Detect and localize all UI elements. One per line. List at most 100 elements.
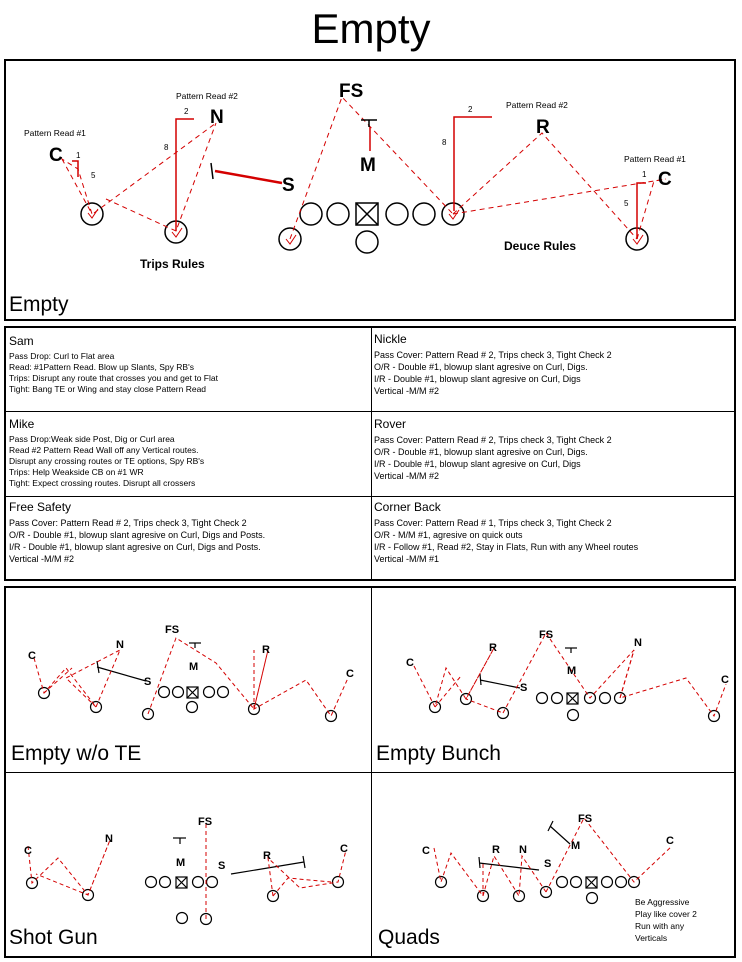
assignment-line: O/R - M/M #1, agresive on quick outs	[374, 530, 523, 540]
quads-note-line: Play like cover 2	[635, 909, 697, 919]
assignment-line: Disrupt any crossing routes or TE option…	[9, 456, 205, 466]
assignment-nickle: Nickle Pass Cover: Pattern Read # 2, Tri…	[374, 332, 612, 397]
assignment-title: Mike	[9, 417, 35, 431]
assignment-title: Rover	[374, 417, 407, 431]
depth-8-right: 8	[442, 138, 447, 147]
quarterback	[355, 230, 379, 254]
formation-diagrams	[25, 632, 727, 926]
assignment-line: O/R - Double #1, blowup slant agresive o…	[374, 362, 588, 372]
f2-fs: FS	[539, 629, 554, 641]
page-title: Empty	[311, 5, 431, 52]
f2-c: C	[406, 657, 414, 669]
assignment-line: Vertical -M/M #2	[374, 471, 440, 481]
assignment-line: Trips: Help Weakside CB on #1 WR	[9, 467, 144, 477]
pattern-read-1-right: Pattern Read #1	[624, 154, 686, 164]
formation-label-empty-bunch: Empty Bunch	[376, 742, 501, 765]
label-fs: FS	[339, 81, 364, 102]
f2-c2: C	[721, 674, 729, 686]
f3-s: S	[218, 860, 226, 872]
pattern-read-1-left: Pattern Read #1	[24, 128, 86, 138]
label-m: M	[360, 155, 376, 176]
assignment-line: I/R - Double #1, blowup slant agresive o…	[374, 374, 581, 384]
f1-fs: FS	[165, 624, 180, 636]
quads-note: Be Aggressive Play like cover 2 Run with…	[635, 896, 697, 944]
assignment-rover: Rover Pass Cover: Pattern Read # 2, Trip…	[374, 417, 612, 482]
f4-s: S	[544, 858, 552, 870]
formations-panel: C N FS M S R C Empty w/o TE C R FS M S N…	[4, 586, 736, 958]
f2-r: R	[489, 642, 497, 654]
formation-label-quads: Quads	[378, 926, 440, 949]
f3-n: N	[105, 833, 113, 845]
formation-empty-wo-te	[33, 637, 349, 723]
f4-r: R	[492, 844, 500, 856]
f1-s: S	[144, 676, 152, 688]
assignment-title: Nickle	[374, 332, 407, 346]
formation-shot-gun	[25, 821, 347, 926]
depth-5-left: 5	[91, 171, 96, 180]
main-diagram-panel: C N FS M S R C Pattern Read #1 Pattern R…	[4, 59, 736, 321]
lineman-1	[299, 202, 323, 226]
assignments-grid: Sam Pass Drop: Curl to Flat area Read: #…	[4, 326, 736, 581]
f1-r: R	[262, 644, 270, 656]
depth-1-left: 1	[76, 151, 81, 160]
assignment-line: Tight: Bang TE or Wing and stay close Pa…	[9, 384, 207, 394]
formation-label-empty-wo-te: Empty w/o TE	[11, 742, 142, 765]
assignment-line: I/R - Double #1, blowup slant agresive o…	[9, 542, 261, 552]
quads-note-line: Verticals	[635, 933, 668, 943]
deuce-rules-label: Deuce Rules	[504, 239, 577, 253]
f1-m: M	[189, 661, 199, 673]
lineman-5	[412, 202, 436, 226]
formation-empty-bunch	[413, 632, 727, 723]
f4-m: M	[571, 840, 581, 852]
f3-m: M	[176, 857, 186, 869]
f4-c: C	[422, 845, 430, 857]
assignment-line: Vertical -M/M #2	[374, 386, 440, 396]
f4-fs: FS	[578, 813, 593, 825]
receiver-3	[278, 227, 302, 251]
main-diagram	[60, 96, 667, 254]
receiver-4	[441, 202, 465, 226]
f2-s: S	[520, 682, 528, 694]
pattern-read-2-left: Pattern Read #2	[176, 91, 238, 101]
assignment-line: Pass Drop:Weak side Post, Dig or Curl ar…	[9, 434, 175, 444]
lineman-4	[385, 202, 409, 226]
assignment-line: Tight: Expect crossing routes. Disrupt a…	[9, 478, 196, 488]
assignment-title: Sam	[9, 334, 34, 348]
trips-rules-label: Trips Rules	[140, 257, 205, 271]
center	[355, 202, 379, 226]
f4-c2: C	[666, 835, 674, 847]
assignment-free-safety: Free Safety Pass Cover: Pattern Read # 2…	[9, 500, 265, 565]
depth-2-right: 2	[468, 105, 473, 114]
f2-n: N	[634, 637, 642, 649]
assignment-line: O/R - Double #1, blowup slant agresive o…	[374, 447, 588, 457]
pattern-read-2-right: Pattern Read #2	[506, 100, 568, 110]
label-s: S	[282, 175, 295, 196]
depth-1-right: 1	[642, 170, 647, 179]
main-diagram-label: Empty	[9, 293, 69, 316]
label-n: N	[210, 107, 224, 128]
assignment-line: Pass Cover: Pattern Read # 2, Trips chec…	[374, 350, 612, 360]
lineman-2	[326, 202, 350, 226]
f3-c: C	[24, 845, 32, 857]
f3-r: R	[263, 850, 271, 862]
f1-c: C	[28, 650, 36, 662]
depth-2-left: 2	[184, 107, 189, 116]
f1-n: N	[116, 639, 124, 651]
assignment-line: O/R - Double #1, blowup slant agresive o…	[9, 530, 266, 540]
f2-m: M	[567, 665, 577, 677]
assignment-line: Pass Cover: Pattern Read # 2, Trips chec…	[9, 518, 247, 528]
depth-5-right: 5	[624, 199, 629, 208]
assignment-sam: Sam Pass Drop: Curl to Flat area Read: #…	[9, 334, 218, 395]
formation-label-shot-gun: Shot Gun	[9, 926, 98, 949]
assignment-line: Trips: Disrupt any route that crosses yo…	[9, 373, 218, 383]
assignment-line: Pass Cover: Pattern Read # 1, Trips chec…	[374, 518, 612, 528]
f3-c2: C	[340, 843, 348, 855]
assignment-line: I/R - Double #1, blowup slant agresive o…	[374, 459, 581, 469]
assignment-line: Vertical -M/M #2	[9, 554, 75, 564]
formation-quads	[433, 817, 673, 905]
assignment-title: Free Safety	[9, 500, 72, 514]
depth-8-left: 8	[164, 143, 169, 152]
f1-c2: C	[346, 668, 354, 680]
quads-note-line: Run with any	[635, 921, 685, 931]
assignment-line: I/R - Follow #1, Read #2, Stay in Flats,…	[374, 542, 639, 552]
